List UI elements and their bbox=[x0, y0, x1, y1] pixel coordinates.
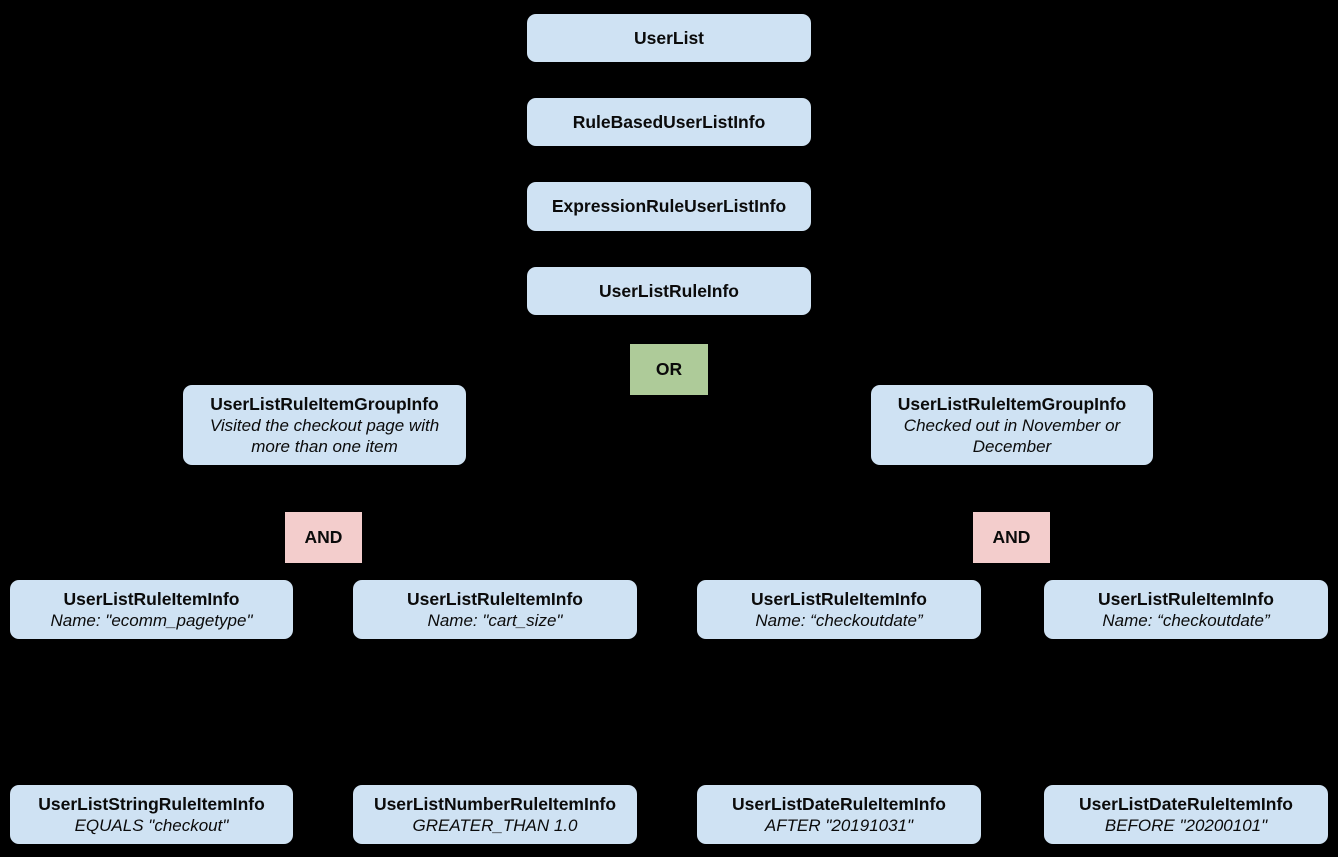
node-description: Visited the checkout page with more than… bbox=[209, 415, 440, 456]
node-title: UserListRuleItemGroupInfo bbox=[897, 393, 1127, 414]
node-title: UserListDateRuleItemInfo bbox=[1079, 793, 1293, 814]
node-description: Name: “checkoutdate” bbox=[755, 610, 923, 630]
node-ruleitemgroup-left: UserListRuleItemGroupInfo Visited the ch… bbox=[183, 385, 466, 465]
node-description: Name: “checkoutdate” bbox=[1102, 610, 1270, 630]
or-operator-label: OR bbox=[655, 359, 683, 379]
and-operator-box-right: AND bbox=[973, 512, 1050, 563]
node-expressionruleuserlistinfo: ExpressionRuleUserListInfo bbox=[527, 182, 811, 231]
node-ruleitemgroup-right: UserListRuleItemGroupInfo Checked out in… bbox=[871, 385, 1153, 465]
node-title: UserListRuleItemInfo bbox=[407, 588, 583, 609]
node-description: Name: "ecomm_pagetype" bbox=[50, 610, 253, 630]
node-description: Checked out in November or December bbox=[903, 415, 1121, 456]
node-ruleitem-cart-size: UserListRuleItemInfo Name: "cart_size" bbox=[353, 580, 637, 639]
node-description: EQUALS "checkout" bbox=[74, 815, 229, 835]
node-title: UserListStringRuleItemInfo bbox=[38, 793, 265, 814]
node-title: UserList bbox=[633, 27, 705, 48]
node-numberruleitem-greaterthan: UserListNumberRuleItemInfo GREATER_THAN … bbox=[353, 785, 637, 844]
node-userlist: UserList bbox=[527, 14, 811, 62]
node-description: AFTER "20191031" bbox=[764, 815, 914, 835]
node-title: UserListDateRuleItemInfo bbox=[732, 793, 946, 814]
node-title: UserListRuleInfo bbox=[598, 280, 740, 301]
node-userlistruleinfo: UserListRuleInfo bbox=[527, 267, 811, 315]
node-description: BEFORE "20200101" bbox=[1104, 815, 1268, 835]
node-title: ExpressionRuleUserListInfo bbox=[551, 196, 787, 216]
node-dateruleitem-before: UserListDateRuleItemInfo BEFORE "2020010… bbox=[1044, 785, 1328, 844]
node-description: Name: "cart_size" bbox=[427, 610, 563, 630]
node-rulebaseduserlistinfo: RuleBasedUserListInfo bbox=[527, 98, 811, 146]
node-title: RuleBasedUserListInfo bbox=[572, 111, 766, 132]
node-title: UserListRuleItemInfo bbox=[751, 588, 927, 609]
node-title: UserListNumberRuleItemInfo bbox=[373, 793, 617, 814]
node-title: UserListRuleItemInfo bbox=[1098, 588, 1274, 609]
node-description: GREATER_THAN 1.0 bbox=[412, 815, 578, 835]
node-stringruleitem-equals-checkout: UserListStringRuleItemInfo EQUALS "check… bbox=[10, 785, 293, 844]
node-ruleitem-ecomm-pagetype: UserListRuleItemInfo Name: "ecomm_pagety… bbox=[10, 580, 293, 639]
node-dateruleitem-after: UserListDateRuleItemInfo AFTER "20191031… bbox=[697, 785, 981, 844]
and-operator-box-left: AND bbox=[285, 512, 362, 563]
node-ruleitem-checkoutdate-2: UserListRuleItemInfo Name: “checkoutdate… bbox=[1044, 580, 1328, 639]
and-operator-label: AND bbox=[992, 527, 1031, 547]
node-title: UserListRuleItemGroupInfo bbox=[210, 393, 439, 414]
connector-arrowhead-icon bbox=[979, 374, 1013, 385]
node-ruleitem-checkoutdate-1: UserListRuleItemInfo Name: “checkoutdate… bbox=[697, 580, 981, 639]
or-operator-box: OR bbox=[630, 344, 708, 395]
node-title: UserListRuleItemInfo bbox=[63, 588, 240, 609]
and-operator-label: AND bbox=[304, 527, 343, 547]
